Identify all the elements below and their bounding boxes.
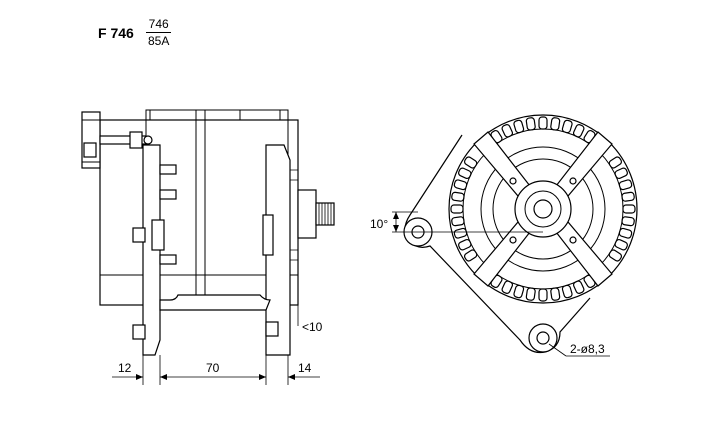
bracket-slot <box>159 189 177 200</box>
hub-bore <box>533 199 553 219</box>
terminal-nut <box>129 131 143 149</box>
cooling-slot <box>451 191 465 202</box>
cooling-slot <box>525 287 536 301</box>
bolt-hole <box>569 177 577 185</box>
bolt-hole <box>509 236 517 244</box>
cooling-slot <box>618 227 633 239</box>
cooling-slot <box>458 238 472 251</box>
top-fins <box>145 109 289 305</box>
cooling-slot <box>451 216 465 227</box>
cooling-slots <box>450 116 636 302</box>
cooling-slot <box>453 227 468 239</box>
cooling-slot <box>550 287 561 301</box>
fraction-denominator: 85A <box>148 34 170 48</box>
terminal-bolt <box>143 135 153 145</box>
cooling-slot <box>525 117 536 131</box>
front-dimensions: 10° 2-ø8,3 <box>370 211 610 357</box>
hub-middle <box>524 190 562 228</box>
leader-line <box>548 343 567 357</box>
side-view <box>81 109 335 356</box>
front-view <box>403 114 638 354</box>
dim-arrow <box>288 374 295 380</box>
cooling-slot <box>608 156 623 169</box>
cooling-slot <box>538 288 548 302</box>
bracket-pad <box>151 219 165 251</box>
dim-arrow <box>136 374 143 380</box>
dim-arrow <box>393 225 399 232</box>
cooling-slot <box>614 238 628 251</box>
cooling-slot <box>453 179 468 191</box>
cooling-slot <box>450 204 464 214</box>
cooling-slot <box>572 280 585 294</box>
cooling-slot <box>572 124 585 138</box>
bracket-boss <box>132 227 146 243</box>
cooling-slot <box>463 156 478 169</box>
rear-terminal <box>83 142 97 158</box>
front-fins <box>290 169 298 261</box>
cooling-slot <box>538 116 548 130</box>
cooling-slot <box>621 191 635 202</box>
bracket-pad <box>262 214 274 256</box>
dim-chamfer: <10 <box>302 320 323 334</box>
rating-fraction: 746 85A <box>146 16 172 49</box>
cooling-slot <box>501 280 514 294</box>
bolt-hole <box>569 236 577 244</box>
dim-arrow <box>393 212 399 219</box>
dim-arrow <box>160 374 167 380</box>
housing-ring <box>480 146 606 272</box>
cooling-slot <box>608 249 623 262</box>
shaft-thread <box>318 203 332 225</box>
bolt-hole <box>509 177 517 185</box>
bracket-slot <box>159 164 177 175</box>
dim-arrow <box>259 374 266 380</box>
dim-right: 14 <box>298 361 312 375</box>
cooling-slot <box>561 284 573 299</box>
cooling-slot <box>550 117 561 131</box>
cooling-slot <box>513 284 525 299</box>
cooling-slot <box>513 119 525 134</box>
dim-center: 70 <box>206 361 220 375</box>
rear-bracket <box>265 144 291 356</box>
cooling-slot <box>501 124 514 138</box>
bracket-boss <box>132 324 146 340</box>
cooling-slot <box>618 179 633 191</box>
cooling-slot <box>621 216 635 227</box>
bracket-slot <box>159 254 177 265</box>
cooling-slot <box>622 204 636 214</box>
bottom-saddle <box>159 294 271 311</box>
model-label: F 746 <box>98 25 134 41</box>
housing-body <box>99 119 299 306</box>
housing-ring <box>492 158 594 260</box>
dim-left: 12 <box>118 361 132 375</box>
angle-label: 10° <box>370 217 388 231</box>
fraction-numerator: 746 <box>146 16 172 33</box>
cooling-slot <box>614 167 628 180</box>
cooling-slot <box>463 249 478 262</box>
hole-spec-label: 2-ø8,3 <box>570 342 605 356</box>
cooling-slot <box>458 167 472 180</box>
side-dimensions: 12 70 14 <10 <box>112 270 323 385</box>
pulley-hub <box>297 189 317 239</box>
lug-hole-bottom <box>536 331 550 345</box>
bracket-boss <box>265 321 279 337</box>
cooling-slot <box>561 119 573 134</box>
